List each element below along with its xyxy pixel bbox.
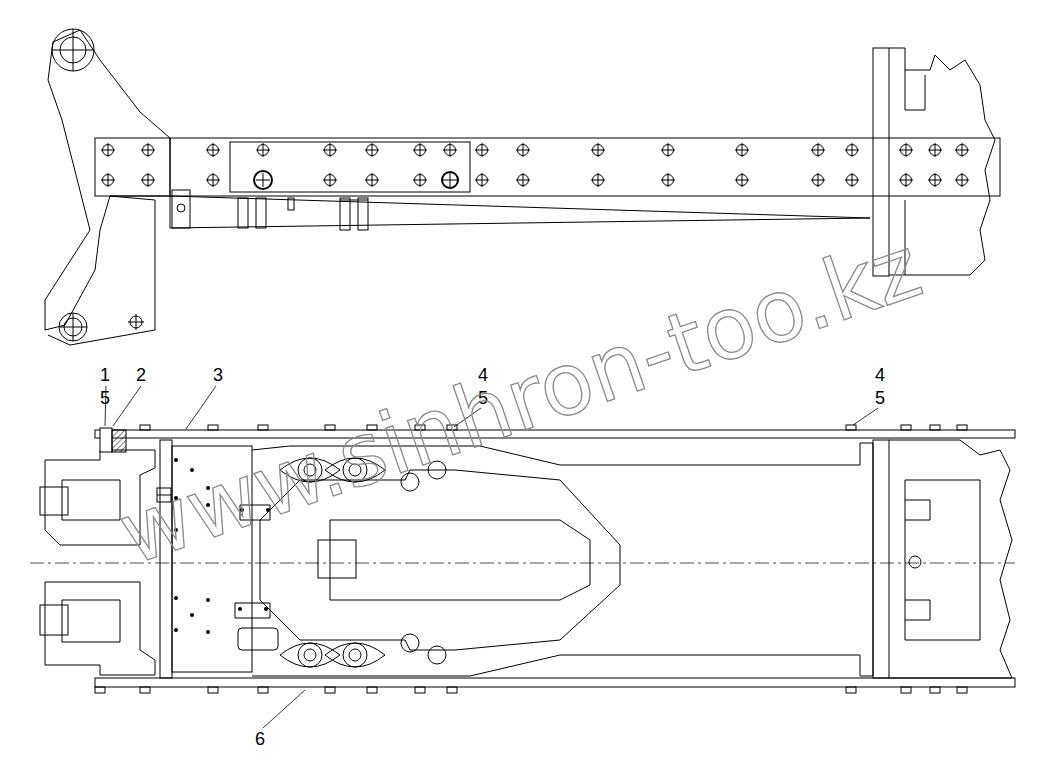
nut bbox=[415, 687, 425, 693]
callout-number: 3 bbox=[213, 366, 223, 384]
bolt-hole bbox=[442, 172, 458, 188]
bolt-hole bbox=[323, 143, 337, 157]
bolt-hole bbox=[928, 173, 942, 187]
bolt-hole bbox=[206, 143, 220, 157]
bolt-hole bbox=[101, 173, 115, 187]
bolt-hole bbox=[661, 173, 675, 187]
bolt-hole bbox=[735, 173, 749, 187]
boss-flange bbox=[325, 643, 385, 667]
callout-number: 2 bbox=[136, 366, 146, 384]
callout-number: 4 bbox=[875, 366, 885, 384]
bolt-hole bbox=[661, 143, 675, 157]
bolt-hole bbox=[516, 173, 530, 187]
boss-flange bbox=[280, 643, 340, 667]
callout-number: 1 bbox=[100, 366, 110, 384]
bolt-hole bbox=[955, 143, 969, 157]
pin bbox=[100, 428, 112, 452]
nut bbox=[258, 687, 268, 693]
bolt-hole bbox=[443, 143, 457, 157]
nut bbox=[325, 687, 335, 693]
bolt-hole bbox=[475, 143, 489, 157]
bolt-hole bbox=[256, 143, 270, 157]
watermark: www.sinhron-too.kz bbox=[109, 223, 931, 578]
nut bbox=[930, 687, 940, 693]
bolt-hole bbox=[955, 173, 969, 187]
bolt-hole bbox=[845, 173, 859, 187]
bolt-hole bbox=[141, 173, 155, 187]
bolt-hole bbox=[323, 173, 337, 187]
nut bbox=[846, 425, 856, 430]
nut bbox=[95, 687, 105, 693]
bolt-holes bbox=[101, 143, 969, 189]
bolt-hole bbox=[365, 173, 379, 187]
bolt-hole bbox=[475, 173, 489, 187]
nut bbox=[957, 687, 967, 693]
bolt-hole bbox=[254, 171, 272, 189]
nut bbox=[957, 425, 967, 430]
bolt-hole bbox=[206, 173, 220, 187]
bolt-hole bbox=[735, 143, 749, 157]
bolt-hole bbox=[101, 143, 115, 157]
callout-number: 5 bbox=[875, 389, 885, 407]
nut bbox=[140, 687, 150, 693]
bolt-hole bbox=[591, 143, 605, 157]
bolt-hole bbox=[413, 173, 427, 187]
nut bbox=[846, 687, 856, 693]
bolt-hole bbox=[899, 173, 913, 187]
nut bbox=[258, 425, 268, 430]
callout-number: 6 bbox=[255, 730, 265, 748]
bolt-hole bbox=[516, 143, 530, 157]
bolt-hole bbox=[591, 173, 605, 187]
nut bbox=[208, 425, 218, 430]
bolt-hole bbox=[413, 143, 427, 157]
bolt-hole bbox=[811, 143, 825, 157]
bolt-hole bbox=[928, 143, 942, 157]
nut bbox=[208, 687, 218, 693]
nut bbox=[901, 687, 911, 693]
section-hatch bbox=[112, 430, 126, 452]
nut bbox=[367, 687, 377, 693]
bolt-hole bbox=[899, 143, 913, 157]
nut bbox=[447, 687, 457, 693]
nut bbox=[901, 425, 911, 430]
bolt-hole bbox=[845, 143, 859, 157]
callout-number: 5 bbox=[100, 389, 110, 407]
bolt-hole bbox=[365, 143, 379, 157]
bolt-hole bbox=[811, 173, 825, 187]
bolt-hole bbox=[141, 143, 155, 157]
nut bbox=[140, 425, 150, 430]
nut bbox=[930, 425, 940, 430]
